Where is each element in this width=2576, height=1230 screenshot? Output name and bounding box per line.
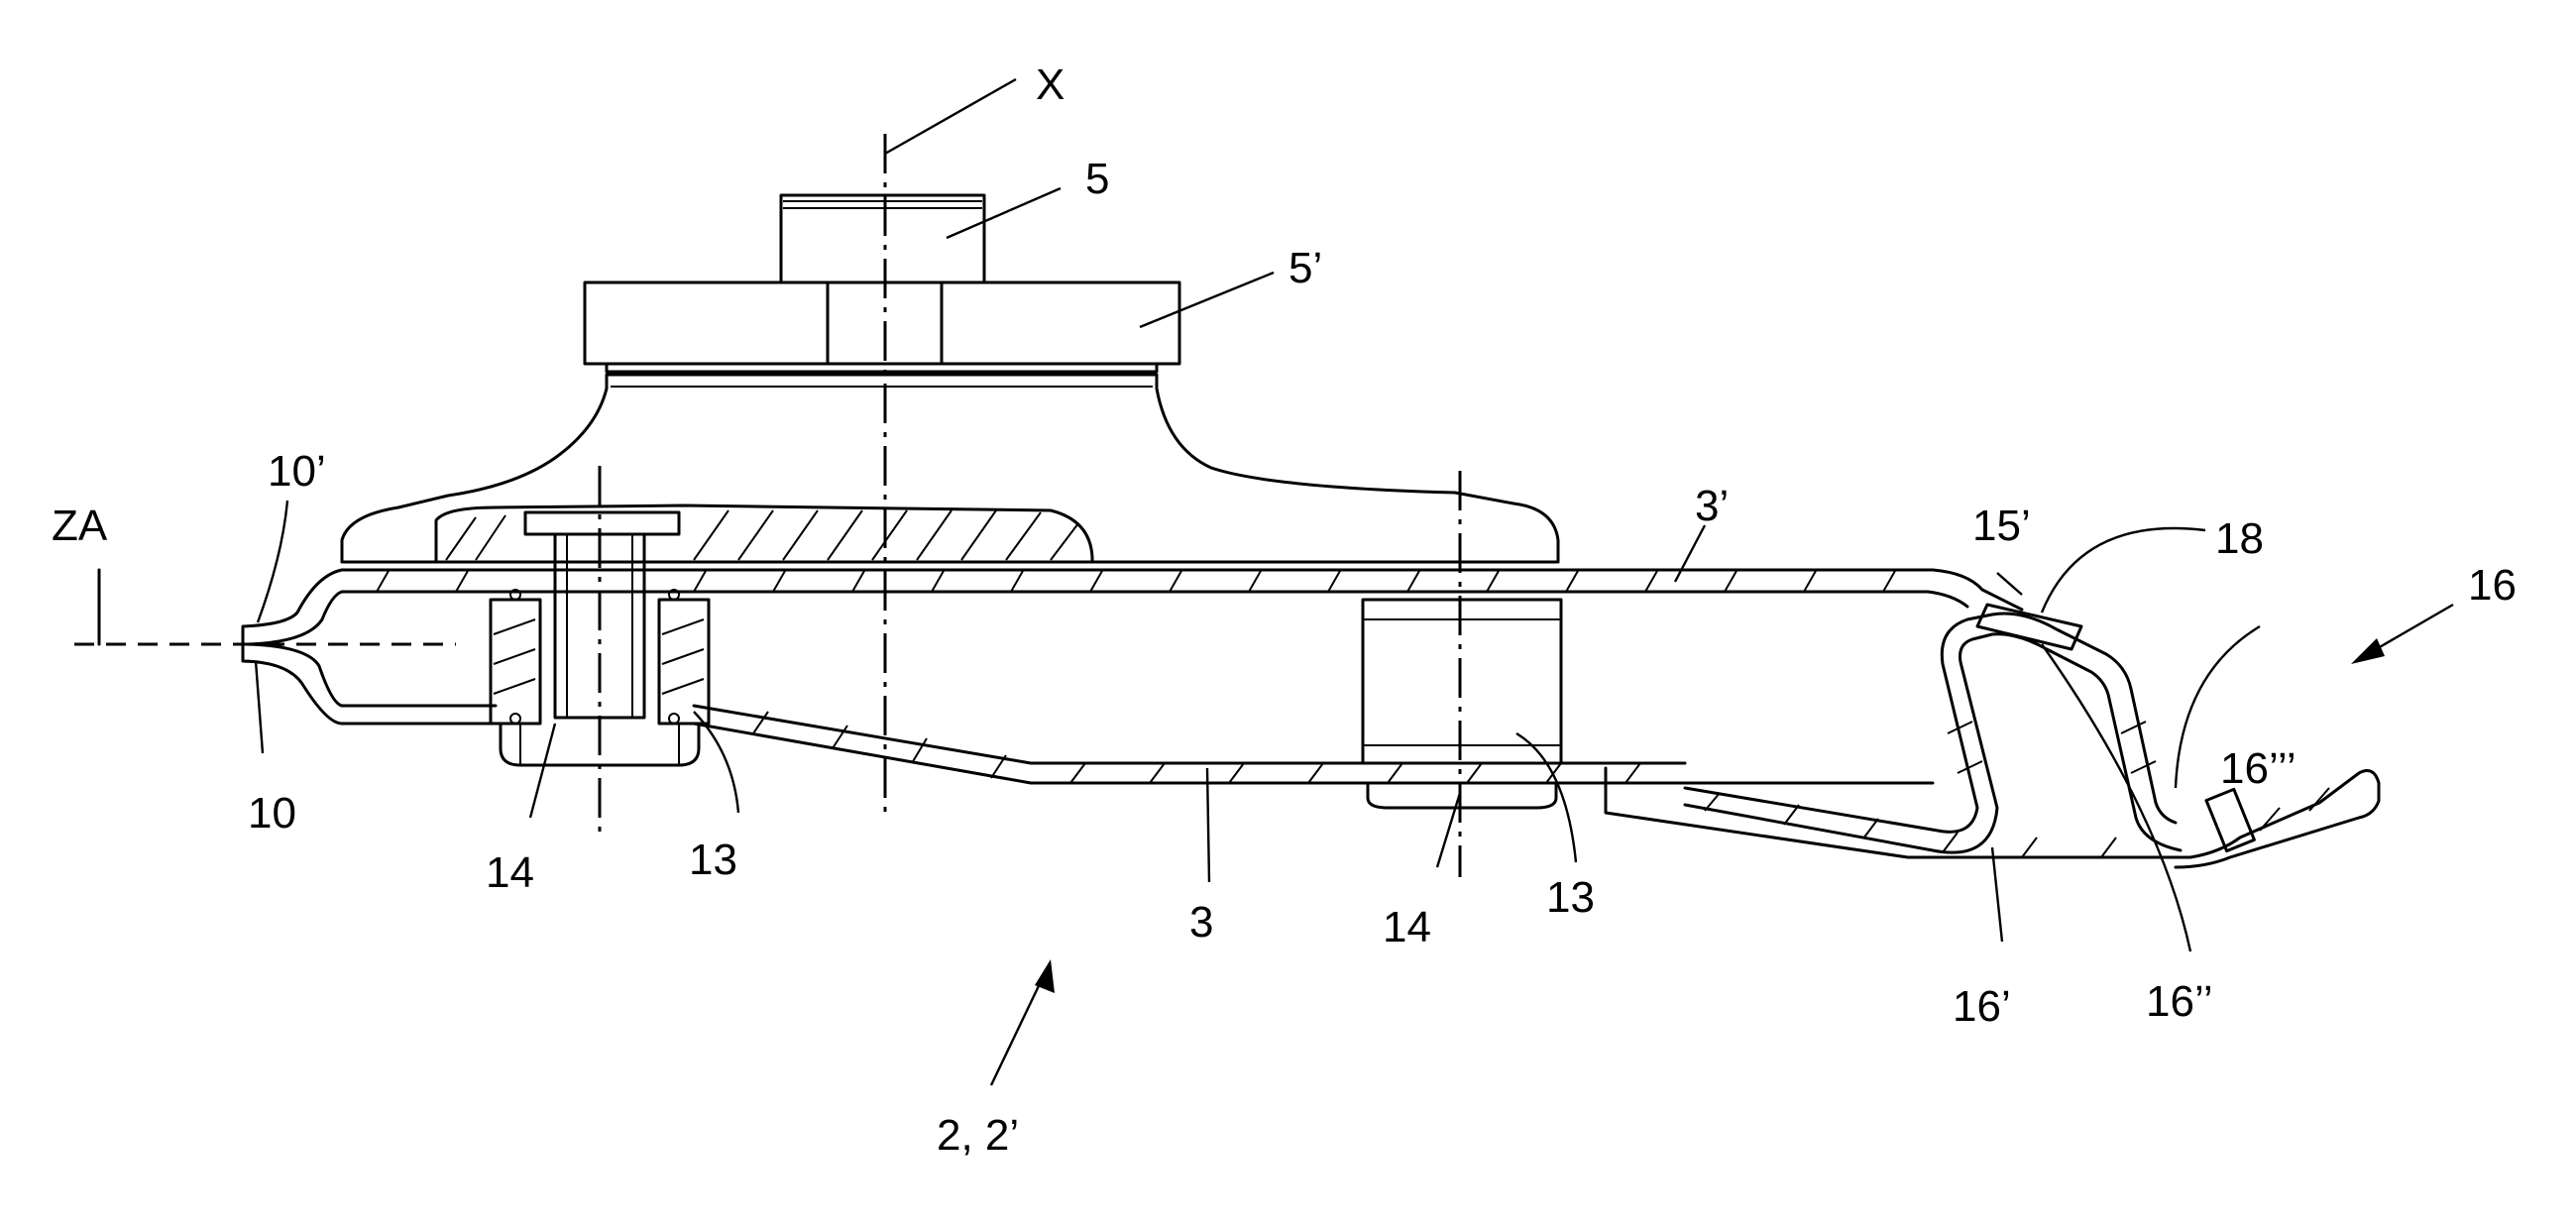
label-ref-3-prime: 3’ — [1695, 482, 1729, 530]
label-ref-16-triple-prime: 16’’’ — [2220, 744, 2296, 793]
label-axis-za: ZA — [52, 502, 108, 550]
label-ref-14-right: 14 — [1383, 903, 1431, 951]
label-ref-10: 10 — [248, 789, 296, 838]
upper-plate-3-prime — [342, 570, 2022, 610]
label-ref-16-double-prime: 16’’ — [2146, 977, 2213, 1026]
label-ref-15-prime: 15’ — [1972, 502, 2031, 550]
flange-part-5-prime — [585, 282, 1179, 372]
right-end-bent-element — [1606, 605, 2379, 867]
arrow-2 — [991, 959, 1055, 1085]
label-ref-5-prime: 5’ — [1288, 244, 1322, 292]
label-ref-13-left: 13 — [689, 836, 737, 884]
label-ref-5: 5 — [1085, 155, 1109, 203]
shaft-part-5 — [781, 195, 984, 282]
label-ref-16-prime: 16’ — [1953, 982, 2011, 1031]
label-ref-10-prime: 10’ — [268, 447, 326, 496]
label-ref-3: 3 — [1189, 898, 1213, 947]
label-ref-14-left: 14 — [486, 848, 534, 897]
label-ref-2: 2, 2’ — [937, 1111, 1019, 1160]
label-ref-13-right: 13 — [1546, 873, 1595, 922]
label-ref-18: 18 — [2215, 514, 2264, 563]
axis-x-leader — [885, 79, 1016, 154]
label-ref-16: 16 — [2468, 561, 2517, 610]
label-axis-x: X — [1036, 60, 1064, 109]
arrow-16 — [2351, 605, 2453, 664]
